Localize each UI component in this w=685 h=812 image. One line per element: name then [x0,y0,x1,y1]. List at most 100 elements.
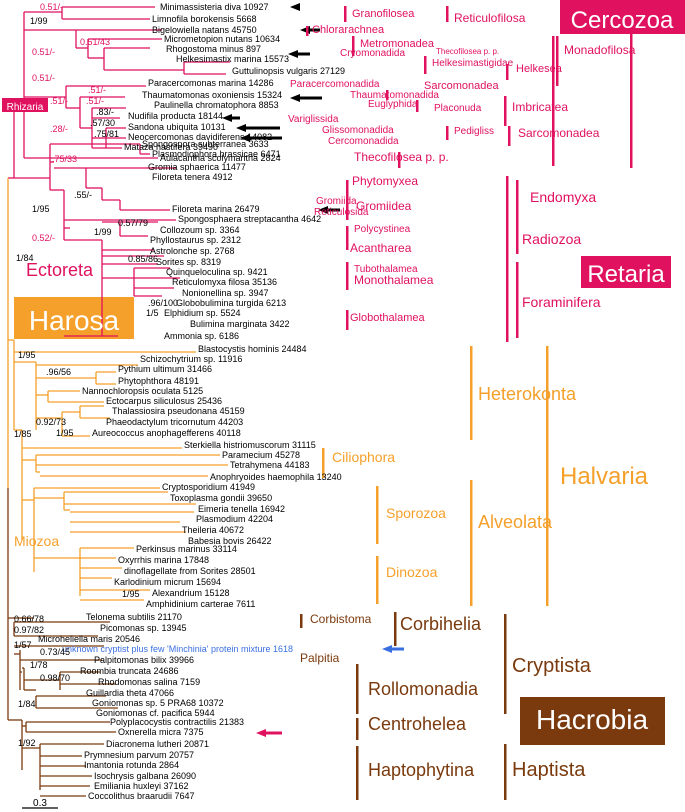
taxon-label: Microheliella maris 20546 [38,634,140,644]
support-value: 0.97/82 [14,625,44,635]
group-label-helkesimastigidae: Helkesimastigidae [432,58,514,69]
retaria-box [581,256,671,288]
taxon-label: Sandona ubiquita 10131 [128,122,226,132]
taxon-label: Amphidinium carterae 7611 [146,599,255,609]
taxon-label: Oxyrrhis marina 17848 [118,555,209,565]
support-value: 1/92 [18,738,36,748]
support-value: .28/- [50,124,68,134]
taxon-label: Diacronema lutheri 20871 [106,739,209,749]
arrow-neocercomonas-shaft [248,136,282,140]
support-value: 1/95 [56,428,74,438]
taxon-label: Aulacantha scolymantha 2824 [160,153,281,163]
taxon-label: Mataza hastifera 39490 [124,142,218,152]
group-label-reticulofilosa: Reticulofilosa [454,11,526,25]
taxon-label: Thaumatomonas oxoniensis 15324 [142,90,282,100]
clade-bracket [306,26,309,36]
clade-bracket [356,718,359,740]
taxon-label: Eimeria tenella 16942 [198,504,285,514]
clade-bracket [416,100,419,112]
clade-bracket [398,152,401,168]
arrow-filoreta-marina-head [318,206,328,214]
clade-bracket [516,226,519,254]
support-value: 1/85 [14,429,32,439]
taxon-label: Paramecium 45278 [222,450,300,460]
taxon-label: Karlodinium micrum 15694 [114,577,221,587]
taxon-label: Anophryoides haemophila 13240 [210,472,342,482]
group-label-monadofilosa: Monadofilosa [564,43,636,57]
support-value: 0.57/79 [118,218,148,228]
taxon-label: Goniomonas cf. pacifica 5944 [96,708,215,718]
group-label-haptophytina: Haptophytina [368,760,475,780]
taxon-label: Theileria 40672 [182,525,244,535]
taxon-label: Isochrysis galbana 26090 [94,771,196,781]
taxon-label: Spongospora subterranea 3633 [142,139,269,149]
taxon-label: Cryptosporidium 41949 [162,482,255,492]
support-value: 0.98/70 [40,673,70,683]
taxon-label: Paulinella chromatophora 8853 [154,100,279,110]
group-label-sarcomonadea1: Sarcomonadea [424,80,499,92]
support-value: .96/56 [46,367,71,377]
taxon-label-unknown-cryptist: unknown cryptist plus few 'Minchinia' pr… [62,644,293,654]
taxon-label: Phytophthora 48191 [118,376,199,386]
support-value: .51/- [86,96,104,106]
support-value: 1/95 [122,589,140,599]
clade-bracket [446,126,449,140]
group-label-halvaria: Halvaria [560,463,649,490]
taxon-label: Filoreta marina 26479 [172,204,260,214]
taxon-label: Plasmodiophora brassicae 6471 [152,149,281,159]
support-value: 0.85/86 [128,254,158,264]
taxon-label: Ammonia sp. 6186 [164,331,239,341]
taxon-label: Reticulomyxa filosa 35136 [172,277,277,287]
taxon-label: Babesia bovis 26422 [188,536,272,546]
support-value: 1/84 [18,699,36,709]
ectoreta-label: Ectoreta [26,260,94,280]
group-label-thecofilosea_pp: Thecofilosea p. p. [354,150,449,164]
group-label-gromiida: Gromiida [316,196,357,207]
taxon-label: Collozoum sp. 3364 [160,225,240,235]
taxon-label: Helkesimastix marina 15573 [176,54,289,64]
taxon-label: Ectocarpus siliculosus 25436 [106,396,222,406]
support-value: 1/99 [30,16,48,26]
clade-bracket [346,310,349,330]
support-value: 0.51/43 [80,37,110,47]
arrow-thaumatomonas-shaft [298,96,322,100]
taxon-label: Palpitomonas bilix 39966 [94,655,194,665]
clade-bracket [386,90,389,100]
arrow-rhogostoma-shaft [308,28,320,32]
group-label-euglyphida: Euglyphida [368,99,418,110]
taxon-label: Minimassisteria diva 10927 [160,2,269,12]
taxon-label: Sorites sp. 8319 [156,257,221,267]
group-label-polycystinea: Polycystinea [354,224,411,235]
group-label-granofilosea: Granofilosea [352,8,415,20]
taxon-label: Goniomonas sp. 5 PRA68 10372 [92,698,224,708]
clade-bracket [630,6,633,168]
clade-bracket [346,226,349,250]
clade-bracket [300,614,303,628]
group-label-haptista: Haptista [512,759,586,781]
arrow-helkesimastix-shaft [296,52,310,56]
taxon-label: Alexandrium 15128 [152,588,230,598]
group-label-tubothalamea: Tubothalamea [354,264,418,275]
support-value: .51/- [88,85,106,95]
taxon-label: Rhodomonas salina 7159 [98,677,200,687]
taxon-label: Neocercomonas davidiferens 14082 [128,132,272,142]
group-label-ciliophora: Ciliophora [332,449,395,465]
support-value: 0.92/73 [36,417,66,427]
arrow-oxnerella-shaft [264,731,282,735]
hacrobia-box [520,697,665,745]
clade-bracket [446,6,449,22]
support-value: 0.73/45 [40,647,70,657]
hacrobia-label: Hacrobia [536,704,648,735]
taxon-label: Emiliania huxleyi 37162 [94,781,189,791]
clade-bracket [504,96,507,126]
harosa-box [14,297,134,339]
clade-bracket [470,346,473,440]
clade-bracket [506,176,509,342]
clade-bracket [424,56,427,74]
taxon-label: Rhogostoma minus 897 [166,44,261,54]
arrow-oxnerella-head [256,729,266,737]
taxon-label: Nudifila producta 18144 [128,111,223,121]
arrow-minimassisteria-shaft [298,5,300,9]
clade-bracket [352,36,355,56]
